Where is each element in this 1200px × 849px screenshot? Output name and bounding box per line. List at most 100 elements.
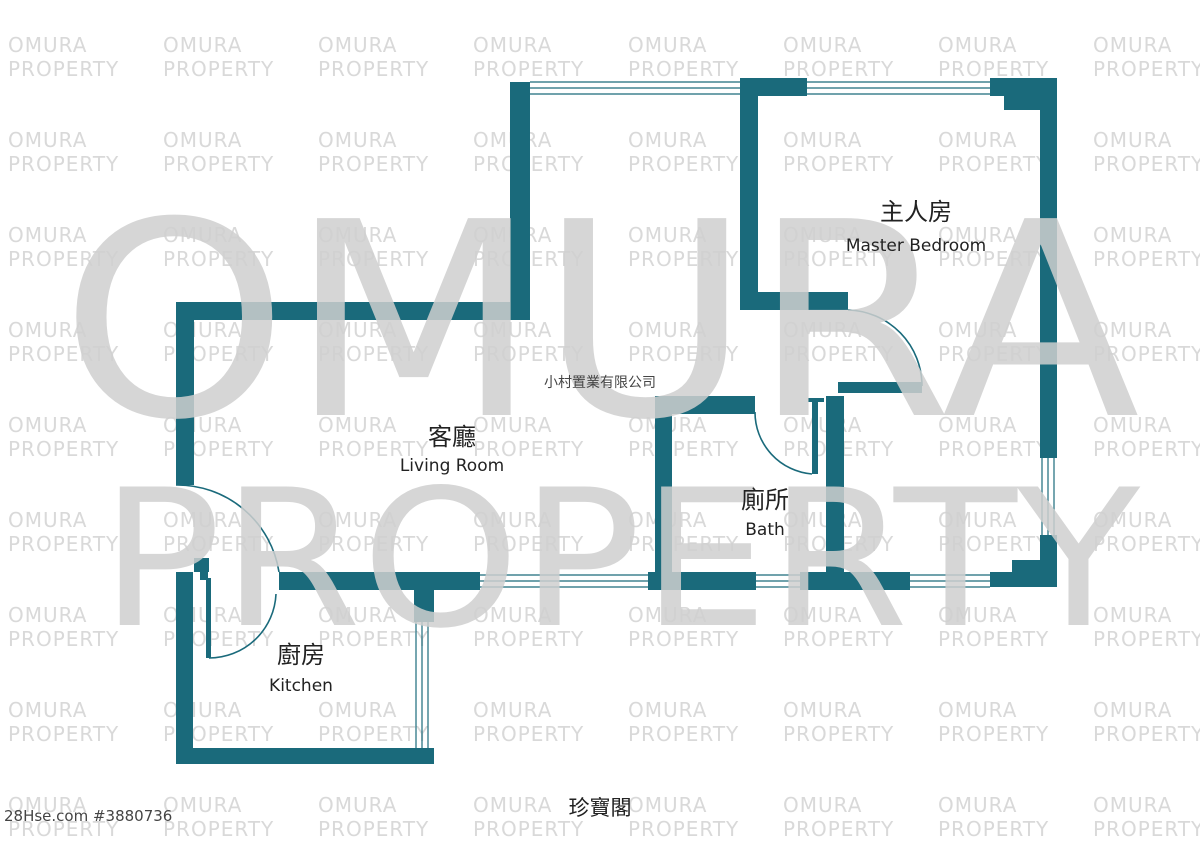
watermark-tile-line2: PROPERTY [1093, 437, 1200, 461]
watermark-tile-line1: OMURA [163, 33, 242, 57]
watermark-tile-line1: OMURA [1093, 413, 1172, 437]
watermark-tile-line1: OMURA [8, 223, 87, 247]
watermark-tile-line2: PROPERTY [163, 57, 274, 81]
watermark-tile-line2: PROPERTY [318, 247, 429, 271]
watermark-tile-line2: PROPERTY [8, 627, 119, 651]
watermark-large: OMURA PROPERTY [60, 164, 1141, 670]
watermark-tile-line1: OMURA [473, 33, 552, 57]
watermark-tile-line2: PROPERTY [628, 722, 739, 746]
watermark-tile-line1: OMURA [783, 128, 862, 152]
watermark-tile-line2: PROPERTY [473, 817, 584, 841]
watermark-tile-line2: PROPERTY [8, 817, 119, 841]
room-label-living-room-cn: 客廳 [428, 423, 476, 451]
watermark-tile-line1: OMURA [8, 128, 87, 152]
watermark-tile-line2: PROPERTY [938, 342, 1049, 366]
room-label-bath-cn: 廁所 [741, 486, 789, 514]
watermark-tile-line2: PROPERTY [628, 817, 739, 841]
watermark-tile-line1: OMURA [628, 603, 707, 627]
watermark-tile-line1: OMURA [163, 223, 242, 247]
watermark-tile-line1: OMURA [628, 128, 707, 152]
watermark-tile-line1: OMURA [318, 793, 397, 817]
watermark-tile-line2: PROPERTY [163, 532, 274, 556]
watermark-tile-line2: PROPERTY [628, 247, 739, 271]
room-label-master-bedroom-en: Master Bedroom [846, 236, 986, 256]
watermark-tile-line1: OMURA [318, 33, 397, 57]
watermark-tile-line1: OMURA [8, 413, 87, 437]
watermark-tile-line2: PROPERTY [938, 532, 1049, 556]
watermark-tile-line2: PROPERTY [8, 437, 119, 461]
room-label-master-bedroom-cn: 主人房 [880, 198, 952, 226]
watermark-tile-line1: OMURA [1093, 223, 1172, 247]
watermark-tile-line1: OMURA [938, 603, 1017, 627]
watermark-tile-line2: PROPERTY [1093, 722, 1200, 746]
watermark-tile-line2: PROPERTY [318, 627, 429, 651]
watermark-tile-line1: OMURA [783, 33, 862, 57]
watermark-tile-line2: PROPERTY [783, 152, 894, 176]
watermark-tile-line1: OMURA [8, 318, 87, 342]
watermark-tile-line2: PROPERTY [783, 722, 894, 746]
watermark-tile-line2: PROPERTY [8, 57, 119, 81]
watermark-tile-line1: OMURA [628, 223, 707, 247]
watermark-tile-line1: OMURA [938, 793, 1017, 817]
watermark-tile-line2: PROPERTY [783, 247, 894, 271]
walls [176, 78, 1057, 764]
room-label-bath-en: Bath [745, 520, 785, 540]
watermark-tile-line1: OMURA [163, 793, 242, 817]
room-label-kitchen-en: Kitchen [269, 676, 333, 696]
watermark-tile-line2: PROPERTY [473, 342, 584, 366]
watermark-tile-line1: OMURA [1093, 33, 1172, 57]
watermark-tile-line1: OMURA [783, 318, 862, 342]
watermark-large-line2: PROPERTY [100, 449, 1141, 670]
watermark-tile-line1: OMURA [628, 33, 707, 57]
watermark-tile-line1: OMURA [318, 603, 397, 627]
watermark-tile-line2: PROPERTY [938, 247, 1049, 271]
watermark-tile-line2: PROPERTY [8, 342, 119, 366]
watermark-tile-line2: PROPERTY [8, 152, 119, 176]
watermark-tile-line1: OMURA [628, 698, 707, 722]
watermark-tile-line2: PROPERTY [318, 342, 429, 366]
watermark-tile-line1: OMURA [938, 508, 1017, 532]
watermark-tile-line1: OMURA [318, 223, 397, 247]
listing-id: 28Hse.com #3880736 [4, 807, 172, 825]
watermark-tile-line1: OMURA [783, 793, 862, 817]
watermark-tile-line1: OMURA [473, 698, 552, 722]
watermark-tile-line2: PROPERTY [473, 57, 584, 81]
watermark-tile-line2: PROPERTY [318, 532, 429, 556]
doors [175, 292, 923, 659]
watermark-tile-line1: OMURA [783, 603, 862, 627]
watermark-tile-line1: OMURA [318, 698, 397, 722]
room-label-kitchen-cn: 廚房 [277, 641, 325, 669]
watermark-large-line1: OMURA [60, 164, 1141, 479]
watermark-tile-line2: PROPERTY [783, 817, 894, 841]
watermark-tile-line1: OMURA [163, 128, 242, 152]
watermark-tile-line2: PROPERTY [1093, 342, 1200, 366]
watermark-tile-line2: PROPERTY [938, 437, 1049, 461]
watermark-tile-line2: PROPERTY [1093, 627, 1200, 651]
watermark-tile-line1: OMURA [8, 603, 87, 627]
watermark-tile-line2: PROPERTY [938, 152, 1049, 176]
watermark-tile-line1: OMURA [628, 793, 707, 817]
watermark-tile-line1: OMURA [318, 413, 397, 437]
watermark-tile-line1: OMURA [318, 318, 397, 342]
watermark-tile-line2: PROPERTY [163, 247, 274, 271]
watermark-tile-line1: OMURA [783, 223, 862, 247]
watermark-tile-line1: OMURA [8, 508, 87, 532]
watermark-tile-line2: PROPERTY [1093, 247, 1200, 271]
watermark-tile-line2: PROPERTY [318, 437, 429, 461]
watermark-tile-line1: OMURA [783, 508, 862, 532]
watermark-tile-line2: PROPERTY [628, 152, 739, 176]
watermark-tile-line1: OMURA [8, 793, 87, 817]
watermark-tile-line1: OMURA [318, 508, 397, 532]
company-name: 小村置業有限公司 [544, 375, 656, 391]
watermark-tile-line1: OMURA [473, 603, 552, 627]
watermark-tile-line1: OMURA [938, 698, 1017, 722]
watermark-tile-line1: OMURA [783, 413, 862, 437]
room-label-living-room-en: Living Room [400, 456, 504, 476]
watermark-tile-line2: PROPERTY [1093, 532, 1200, 556]
watermark-tile-line2: PROPERTY [938, 722, 1049, 746]
watermark-tile-line2: PROPERTY [163, 152, 274, 176]
watermark-tile-line2: PROPERTY [1093, 152, 1200, 176]
watermark-tile-line1: OMURA [938, 413, 1017, 437]
